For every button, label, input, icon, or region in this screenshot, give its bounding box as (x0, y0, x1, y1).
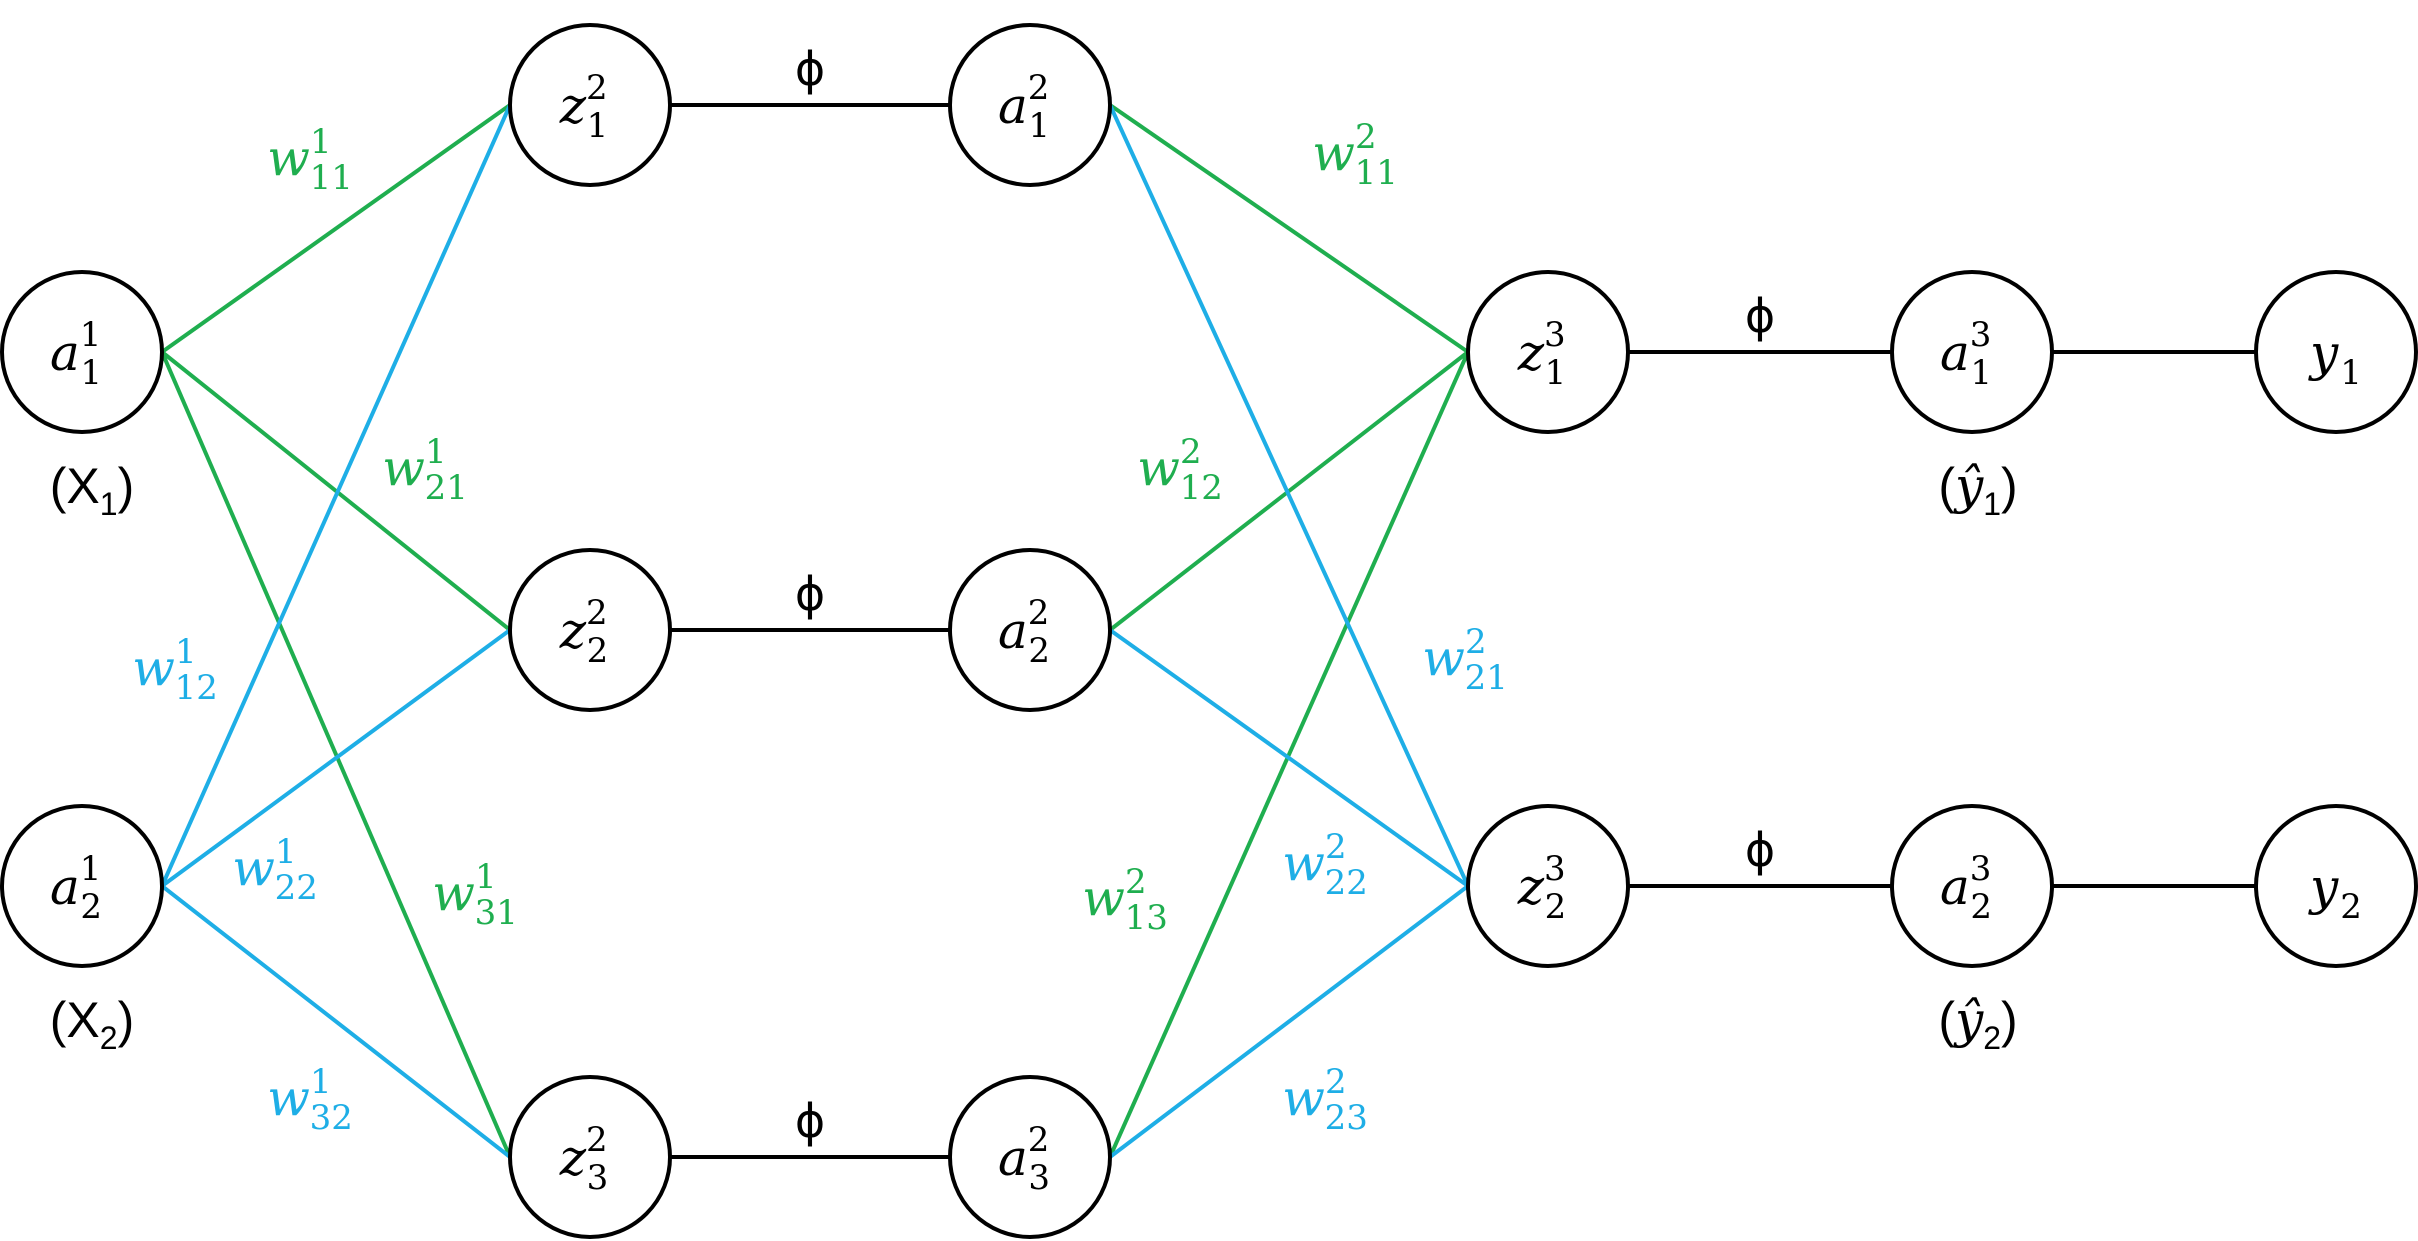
node-circle (948, 23, 1112, 187)
edge-a1_2-to-z2_3 (160, 884, 512, 1159)
node-y_1: y1 (2254, 270, 2418, 434)
edge-a2_3-to-z3_1 (1108, 351, 1470, 1158)
node-label-y_2: y2 (2308, 858, 2362, 927)
io-label-a3_1: (ŷ1) (1938, 457, 2017, 522)
edge-a2_3-to-z3_2 (1108, 884, 1470, 1159)
edge-a1_2-to-z2_1 (160, 104, 512, 887)
node-circle (1890, 804, 2054, 968)
node-circle (1466, 270, 1630, 434)
edge-a2_1-to-z3_1 (1108, 103, 1470, 354)
node-circle (948, 548, 1112, 712)
activation-label-z3_2: ϕ (1745, 823, 1775, 877)
edge-a1_1-to-z2_3 (160, 351, 512, 1158)
node-circle (508, 548, 672, 712)
activation-labels-layer: ϕ ϕ ϕ ϕ ϕ (795, 42, 1775, 1148)
node-label-y_1: y1 (2308, 324, 2362, 393)
edge-a2_1-to-z3_2 (1108, 104, 1470, 887)
edge-a2_2-to-z3_2 (1108, 628, 1470, 888)
edges-layer (160, 103, 2256, 1159)
node-circle (2254, 804, 2418, 968)
node-circle (0, 804, 164, 968)
io-label-a1_2: (X2) (50, 992, 134, 1056)
io-label-a3_2: (ŷ2) (1938, 991, 2017, 1056)
node-circle (1890, 270, 2054, 434)
edge-a1_1-to-z2_1 (160, 103, 512, 354)
node-circle (2254, 270, 2418, 434)
node-circle (1466, 804, 1630, 968)
node-circle (508, 1075, 672, 1239)
activation-label-z3_1: ϕ (1745, 289, 1775, 343)
io-label-a1_1: (X1) (50, 458, 134, 522)
activation-label-z2_3: ϕ (795, 1094, 825, 1148)
io-labels-layer: (X1) (X2) (ŷ1) (ŷ2) (50, 457, 2018, 1056)
node-circle (508, 23, 672, 187)
node-circle (0, 270, 164, 434)
node-y_2: y2 (2254, 804, 2418, 968)
edge-a1_2-to-z2_2 (160, 628, 512, 888)
node-circle (948, 1075, 1112, 1239)
activation-label-z2_1: ϕ (795, 42, 825, 96)
activation-label-z2_2: ϕ (795, 567, 825, 621)
